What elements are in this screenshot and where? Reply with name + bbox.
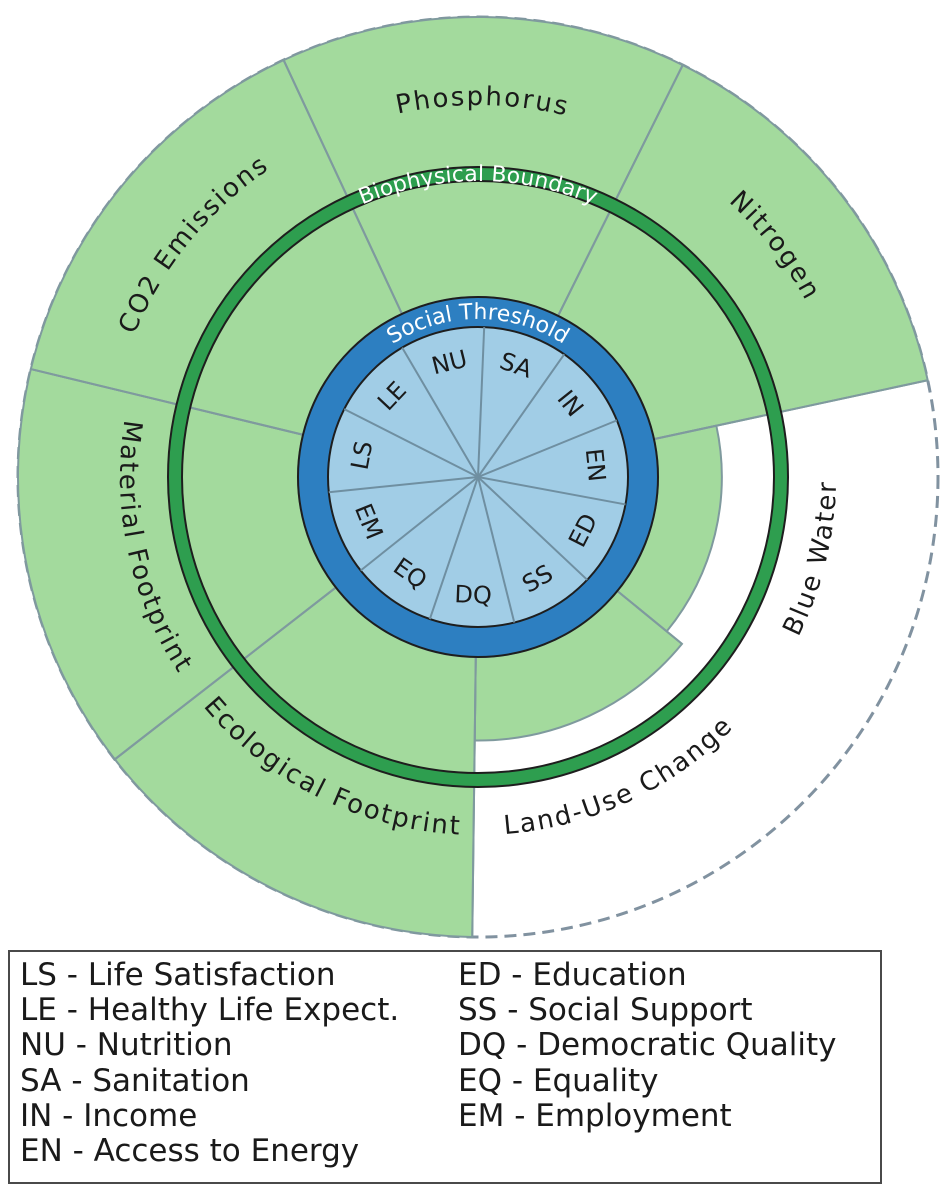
sector-divider-line — [471, 656, 477, 937]
legend-item: ED - Education — [458, 957, 687, 993]
inner-sector-divider — [477, 353, 566, 478]
legend-item: EQ - Equality — [458, 1062, 659, 1099]
inner-sector-divider — [401, 347, 479, 478]
legend-item: IN - Income — [20, 1097, 198, 1134]
boundary-ring-outer-edge — [167, 166, 789, 788]
inner-sector-divider — [428, 476, 479, 620]
inner-sector-divider — [328, 476, 479, 494]
biophysical-boundary-ring — [167, 166, 789, 788]
legend-item: LE - Healthy Life Expect. — [20, 992, 400, 1029]
inner-sector-divider — [477, 476, 588, 581]
boundary-ring-inner-edge — [181, 180, 775, 774]
inner-sector-label: EN — [580, 447, 611, 483]
sector-divider-line — [557, 64, 684, 317]
inner-sector-divider — [477, 476, 516, 623]
legend-item: SA - Sanitation — [20, 1062, 250, 1099]
sector-divider-line — [114, 586, 337, 761]
boundary-ring-band — [168, 167, 788, 787]
inner-sector-divider — [360, 476, 479, 572]
legend-column-left: LS - Life Satisfaction LE - Healthy Life… — [20, 957, 400, 1170]
legend-item: EN - Access to Energy — [20, 1133, 360, 1170]
inner-sector-divider — [477, 476, 626, 506]
legend-item: LS - Life Satisfaction — [20, 957, 336, 993]
inner-sector-label: DQ — [454, 580, 492, 610]
legend-item: EM - Employment — [458, 1097, 732, 1134]
inner-sector-divider — [477, 327, 486, 478]
sector-divider-line — [653, 379, 928, 441]
inner-sector-label: LS — [346, 439, 379, 472]
legend-column-right: ED - Education SS - Social Support DQ - … — [458, 957, 837, 1134]
inner-sector-divider — [343, 408, 479, 478]
sector-divider-line — [282, 59, 403, 315]
legend-item: DQ - Democratic Quality — [458, 1027, 837, 1064]
sector-divider-line — [30, 368, 304, 436]
sector-divider-line — [616, 590, 683, 645]
legend-item: NU - Nutrition — [20, 1027, 233, 1064]
legend-item: SS - Social Support — [458, 992, 753, 1029]
inner-sector-divider — [477, 419, 618, 478]
sector-dividers — [30, 59, 928, 937]
legend-box: LS - Life Satisfaction LE - Healthy Life… — [8, 950, 882, 1184]
